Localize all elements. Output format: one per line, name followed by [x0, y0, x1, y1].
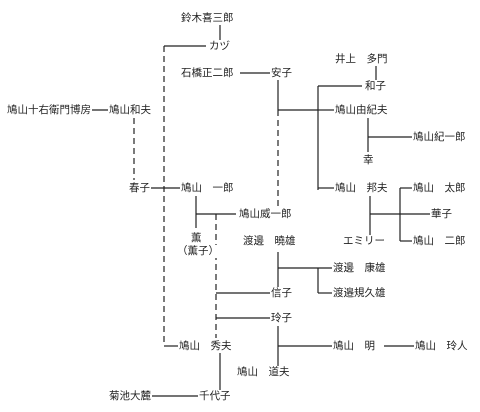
person-ishibashi-shojiro: 石橋正二郎	[180, 67, 235, 80]
person-watanabe-akio: 渡邊 曉雄	[242, 235, 297, 248]
person-chiyoko: 千代子	[198, 390, 232, 403]
person-hatoyama-taro: 鳩山 太郎	[412, 182, 467, 195]
person-kazu: カヅ	[208, 40, 231, 53]
person-hatoyama-kiichiro: 鳩山紀一郎	[412, 131, 467, 144]
person-kaoruko: （薫子）	[176, 245, 220, 258]
person-suzuki-kisaburo: 鈴木喜三郎	[180, 12, 235, 25]
person-watanabe-kikuo: 渡邉規久雄	[332, 287, 387, 300]
person-hatoyama-hideo: 鳩山 秀夫	[178, 340, 233, 353]
person-yasuko: 安子	[270, 67, 293, 80]
person-kazuko: 和子	[364, 80, 387, 93]
person-miyuki: 幸	[362, 154, 375, 167]
person-inoue-tamon: 井上 多門	[334, 53, 389, 66]
person-watanabe-yasuo: 渡邊 康雄	[332, 262, 387, 275]
person-hatoyama-reito: 鳩山 玲人	[414, 340, 469, 353]
person-nobuko: 信子	[270, 287, 293, 300]
person-hatoyama-akira: 鳩山 明	[332, 340, 376, 353]
person-haruko: 春子	[128, 182, 151, 195]
person-hatoyama-iichiro: 鳩山威一郎	[238, 208, 293, 221]
relationship-lines	[90, 24, 430, 397]
person-emily: エミリー	[342, 235, 386, 248]
person-hanako: 華子	[430, 208, 453, 221]
person-hatoyama-ichiro: 鳩山 一郎	[180, 182, 235, 195]
person-hatoyama-yukio: 鳩山由紀夫	[334, 104, 389, 117]
person-kaoru: 薫	[190, 232, 203, 245]
person-hatoyama-kunio: 鳩山 邦夫	[334, 182, 389, 195]
person-hatoyama-michio: 鳩山 道夫	[236, 366, 291, 379]
person-reiko: 玲子	[270, 312, 293, 325]
person-kikuchi-dairoku: 菊池大麓	[108, 390, 152, 403]
person-hatoyama-jiro: 鳩山 二郎	[412, 235, 467, 248]
person-hatoyama-kazuo: 鳩山和夫	[108, 104, 152, 117]
person-hatoyama-jueimon: 鳩山十右衛門博房	[6, 104, 92, 117]
